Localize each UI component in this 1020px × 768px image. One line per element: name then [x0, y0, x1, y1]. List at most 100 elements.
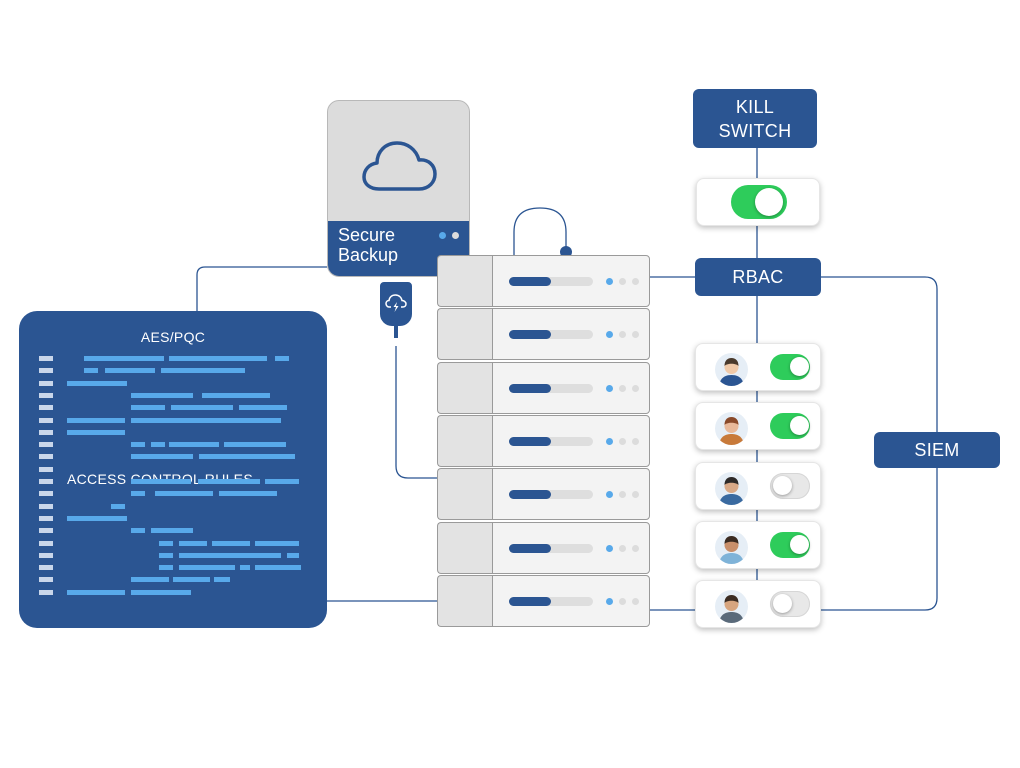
server-body [492, 521, 650, 574]
server-unit [437, 255, 650, 307]
user-avatar-icon [715, 590, 748, 624]
user-access-card [695, 520, 821, 569]
server-body [492, 574, 650, 627]
plug-to-server-line [395, 346, 437, 479]
server-body [492, 308, 650, 361]
code-token [67, 417, 125, 423]
server-status-dot [632, 331, 639, 339]
code-token [131, 442, 145, 448]
kill-switch-toggle[interactable] [731, 185, 787, 219]
line-number-marker [39, 417, 53, 423]
server-status-dot [632, 437, 639, 445]
code-token [214, 577, 230, 583]
code-token [219, 491, 277, 497]
backup-status-dot [439, 232, 446, 239]
line-number-marker [39, 392, 53, 398]
line-number-marker [39, 368, 53, 374]
user-access-toggle[interactable] [770, 472, 810, 499]
siem-to-users-line [821, 468, 938, 611]
code-token [173, 577, 197, 583]
server-status-dot [606, 491, 613, 499]
server-status-dot [619, 331, 626, 339]
code-token [161, 368, 245, 374]
code-token [131, 528, 145, 534]
line-number-marker [39, 380, 53, 386]
server-status-dot [606, 384, 613, 392]
toggle-knob [790, 357, 809, 376]
server-load-track [509, 490, 593, 500]
server-load-fill [509, 436, 551, 446]
backup-label-line2: Backup [338, 245, 399, 265]
server-status-dot [619, 491, 626, 499]
user-access-toggle[interactable] [770, 531, 810, 558]
server-status-dot [619, 384, 626, 392]
code-token [179, 552, 207, 558]
code-token [155, 491, 213, 497]
code-token [169, 442, 219, 448]
server-body [492, 361, 650, 414]
server-unit [437, 468, 650, 521]
code-token [255, 565, 301, 571]
code-token [105, 368, 155, 374]
code-token [265, 479, 299, 484]
line-number-marker [39, 491, 53, 497]
code-token [131, 491, 145, 497]
user-access-toggle[interactable] [770, 354, 810, 380]
code-token [287, 552, 299, 558]
server-front-panel [437, 361, 493, 414]
code-token [159, 552, 173, 558]
code-token [131, 479, 191, 484]
server-status-dot [606, 331, 613, 339]
server-load-fill [509, 596, 551, 606]
code-token [198, 479, 260, 484]
server-front-panel [437, 308, 493, 361]
code-token [179, 540, 207, 546]
code-token [131, 454, 193, 460]
line-number-marker [39, 442, 53, 448]
server-unit [437, 308, 650, 361]
user-access-toggle[interactable] [770, 591, 810, 618]
toggle-knob [790, 416, 809, 436]
code-token [111, 503, 125, 509]
line-number-marker [39, 552, 53, 558]
server-load-fill [509, 383, 551, 393]
line-number-marker [39, 466, 53, 472]
user-access-toggle[interactable] [770, 413, 810, 440]
backup-label-band: Secure Backup [328, 221, 469, 276]
toggle-knob [790, 534, 809, 554]
code-token [159, 540, 173, 546]
user-avatar-icon [715, 530, 748, 564]
code-token [199, 454, 271, 460]
server-load-fill [509, 490, 551, 500]
line-number-marker [39, 515, 53, 521]
kill-switch-label: KILL SWITCH [693, 89, 817, 148]
code-token [196, 577, 210, 583]
user-access-card [695, 461, 821, 510]
server-load-fill [509, 277, 551, 286]
server-load-fill [509, 330, 551, 340]
server-front-panel [437, 414, 493, 467]
server-unit [437, 574, 650, 627]
line-number-marker [39, 565, 53, 571]
server-status-dot [606, 437, 613, 445]
cloud-icon [362, 141, 437, 191]
code-token [131, 577, 169, 583]
backup-to-code-line [196, 266, 327, 311]
server-status-dot [632, 491, 639, 499]
server-unit [437, 361, 650, 414]
server-load-track [509, 383, 593, 393]
code-token [275, 356, 289, 361]
code-token [67, 429, 125, 435]
siem-label: SIEM [874, 432, 1000, 468]
server-body [492, 255, 650, 307]
kill-switch-card [696, 178, 820, 226]
secure-backup-card[interactable]: Secure Backup [327, 100, 470, 277]
code-token [84, 356, 164, 361]
code-token [171, 405, 233, 411]
user-access-card [695, 343, 821, 391]
rbac-to-siem-line [821, 276, 938, 432]
code-token [224, 442, 286, 448]
user-avatar-icon [715, 353, 748, 386]
usb-plug [380, 282, 412, 338]
code-token [240, 565, 250, 571]
